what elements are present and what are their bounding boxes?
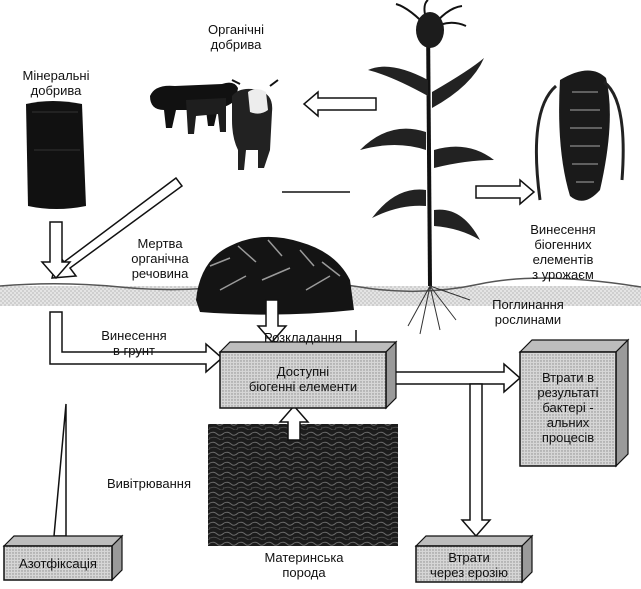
label-harvest-removal-line4: з урожаєм (510, 267, 616, 282)
label-dead-organic-matter-line3: речовина (118, 266, 202, 281)
arrow-to-organic-fertilizers (304, 92, 376, 116)
rock-texture-icon (208, 424, 398, 546)
label-harvest-removal-line3: елементів (510, 252, 616, 267)
erosion-losses-line2: через ерозію (416, 565, 522, 580)
label-mineral-fertilizers-line2: добрива (8, 83, 104, 98)
erosion-losses-label: Втрати через ерозію (416, 550, 522, 580)
label-plant-uptake-line2: рослинами (478, 312, 578, 327)
label-parent-rock: Материнська порода (246, 550, 362, 580)
bacterial-losses-line2: результаті (520, 385, 616, 400)
label-dead-organic-matter-line2: органічна (118, 251, 202, 266)
bacterial-losses-line4: альних (520, 415, 616, 430)
label-mineral-fertilizers-line1: Мінеральні (8, 68, 104, 83)
label-organic-fertilizers-line2: добрива (192, 37, 280, 52)
available-nutrients-line2: біогенні елементи (220, 379, 386, 394)
label-leaching-line1: Винесення (88, 328, 180, 343)
erosion-losses-line1: Втрати (416, 550, 522, 565)
available-nutrients-label: Доступні біогенні елементи (220, 364, 386, 394)
label-parent-rock-line2: порода (246, 565, 362, 580)
label-harvest-removal-line1: Винесення (510, 222, 616, 237)
cattle-icon (150, 80, 278, 170)
bacterial-losses-label: Втрати в результаті бактері - альних про… (520, 370, 616, 445)
label-leaching-line2: в грунт (88, 343, 180, 358)
nitrogen-fixation-label: Азотфіксація (4, 556, 112, 571)
label-leaching: Винесення в грунт (88, 328, 180, 358)
bacterial-losses-line3: бактері - (520, 400, 616, 415)
bacterial-losses-line1: Втрати в (520, 370, 616, 385)
label-decomposition: Розкладання (248, 330, 358, 345)
label-mineral-fertilizers: Мінеральні добрива (8, 68, 104, 98)
arrow-harvest-removal (476, 180, 534, 204)
label-harvest-removal-line2: біогенних (510, 237, 616, 252)
corn-plant-icon (360, 0, 494, 334)
arrow-bacterial-losses (390, 364, 520, 392)
label-harvest-removal: Винесення біогенних елементів з урожаєм (510, 222, 616, 282)
available-nutrients-line1: Доступні (220, 364, 386, 379)
corn-cob-icon (536, 70, 623, 200)
label-plant-uptake-line1: Поглинання (478, 297, 578, 312)
bacterial-losses-line5: процесів (520, 430, 616, 445)
label-dead-organic-matter: Мертва органічна речовина (118, 236, 202, 281)
arrow-nitrogen-fixation (54, 404, 66, 536)
fertilizer-bag-icon (26, 101, 86, 209)
label-parent-rock-line1: Материнська (246, 550, 362, 565)
label-dead-organic-matter-line1: Мертва (118, 236, 202, 251)
label-plant-uptake: Поглинання рослинами (478, 297, 578, 327)
arrow-erosion-losses (462, 384, 490, 536)
label-organic-fertilizers-line1: Органічні (192, 22, 280, 37)
label-organic-fertilizers: Органічні добрива (192, 22, 280, 52)
label-weathering: Вивітрювання (92, 476, 206, 491)
